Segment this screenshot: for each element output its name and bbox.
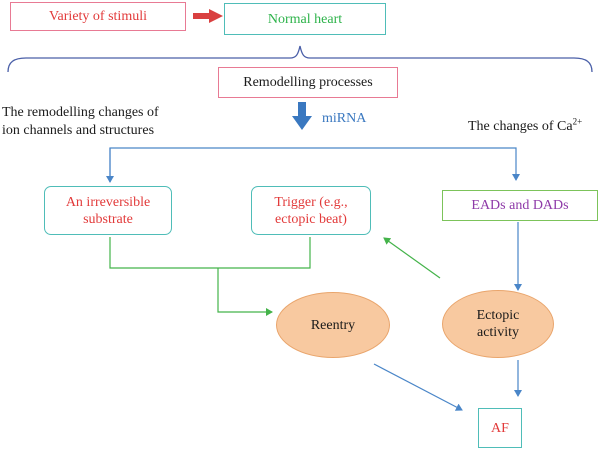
ectopic-activity-ellipse: Ectopic activity: [442, 290, 554, 358]
green-arrow-to-reentry: [217, 268, 273, 316]
left-branch-label: The remodelling changes of ion channels …: [2, 105, 159, 138]
reentry-to-af-arrow: [373, 363, 463, 411]
stimuli-to-heart-arrow: [193, 9, 223, 23]
right-branch-text: The changes of Ca: [468, 119, 573, 134]
normal-heart-label: Normal heart: [267, 11, 343, 27]
eads-dads-label: EADs and DADs: [471, 198, 569, 213]
af-box: AF: [478, 408, 522, 448]
branch-split-line: [109, 147, 520, 182]
remodelling-processes-label: Remodelling processes: [243, 75, 373, 90]
ectopic-to-trigger-arrow: [383, 237, 441, 279]
ectopic-activity-label: Ectopic activity: [476, 308, 520, 340]
right-branch-label: The changes of Ca2+: [468, 116, 583, 136]
normal-heart-box: Normal heart: [224, 3, 386, 35]
mirna-label: miRNA: [322, 110, 366, 128]
irreversible-substrate-label: An irreversible substrate: [65, 194, 151, 227]
eads-dads-box: EADs and DADs: [442, 190, 598, 221]
mirna-text: miRNA: [322, 111, 367, 126]
trigger-box: Trigger (e.g., ectopic beat): [251, 186, 371, 235]
irreversible-substrate-box: An irreversible substrate: [44, 186, 172, 235]
right-branch-superscript: 2+: [572, 116, 583, 127]
substrate-trigger-to-reentry-line: [109, 237, 311, 269]
mirna-arrow: [292, 102, 312, 130]
af-label: AF: [491, 420, 509, 436]
remodelling-processes-box: Remodelling processes: [218, 67, 398, 98]
brace-connector: [7, 45, 593, 73]
trigger-label: Trigger (e.g., ectopic beat): [274, 194, 348, 227]
variety-of-stimuli-label: Variety of stimuli: [49, 9, 147, 24]
reentry-ellipse: Reentry: [276, 292, 390, 358]
reentry-label: Reentry: [310, 317, 356, 333]
variety-of-stimuli-box: Variety of stimuli: [10, 2, 186, 31]
